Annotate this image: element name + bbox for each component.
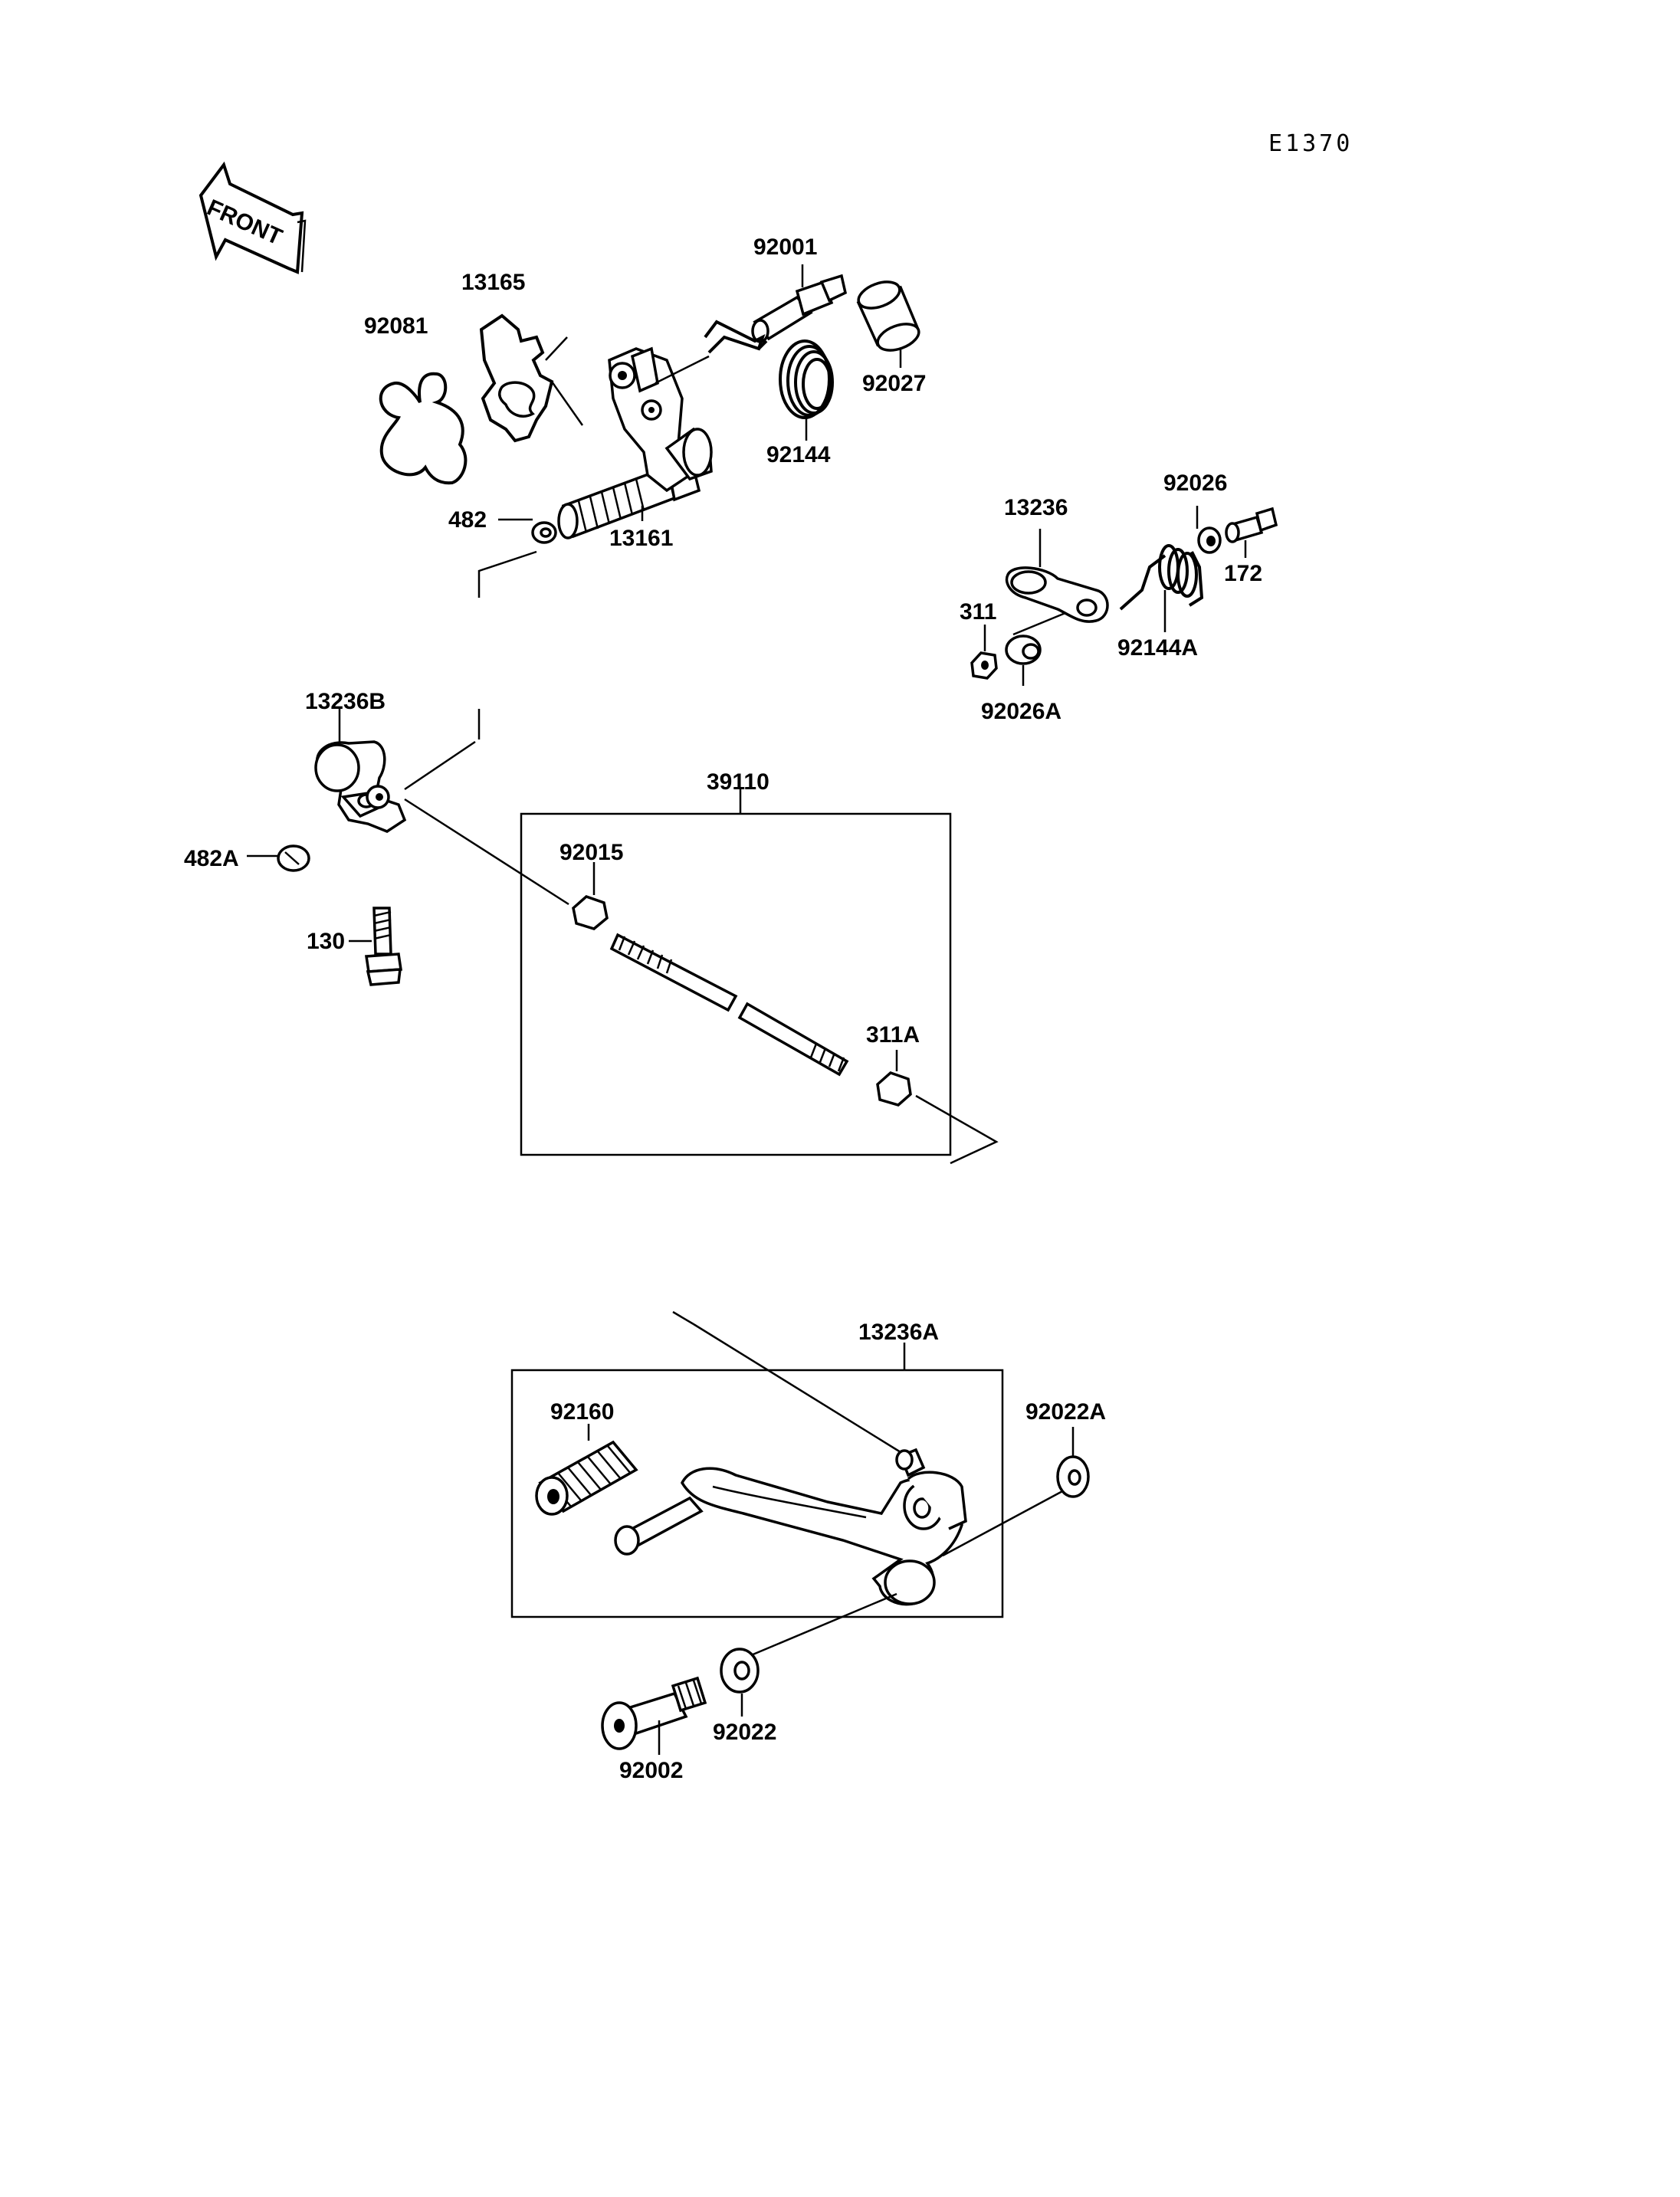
label-92026a: 92026A <box>981 699 1061 724</box>
rod-assembly-box-39110 <box>520 789 952 1156</box>
washer-92022 <box>720 1592 897 1717</box>
label-482a: 482A <box>184 846 239 871</box>
label-92002: 92002 <box>619 1758 683 1783</box>
label-172: 172 <box>1224 561 1262 586</box>
lever-clamp-13236b <box>314 707 481 833</box>
label-13236a: 13236A <box>858 1320 939 1345</box>
label-13236b: 13236B <box>305 689 386 714</box>
label-92144a: 92144A <box>1117 635 1198 661</box>
circlip-482a <box>247 844 310 872</box>
label-130: 130 <box>307 929 345 954</box>
label-92026: 92026 <box>1163 471 1227 496</box>
washer-482 <box>477 506 644 598</box>
spring-92144 <box>704 320 834 441</box>
circlip-92081 <box>379 372 468 485</box>
tie-rod <box>404 798 849 1077</box>
label-311: 311 <box>960 599 996 625</box>
spring-92144a <box>1119 544 1204 632</box>
label-92081: 92081 <box>364 313 428 339</box>
label-92022a: 92022A <box>1025 1399 1106 1425</box>
bolt-130 <box>349 907 403 986</box>
bolt-92001 <box>751 264 848 343</box>
label-92160: 92160 <box>550 1399 614 1425</box>
lever-arm-13236 <box>1005 529 1109 636</box>
washer-92022a <box>1056 1427 1090 1498</box>
nut-311 <box>970 625 998 680</box>
washer-92026a <box>1005 635 1042 686</box>
shift-shaft-13161 <box>557 346 713 539</box>
shift-pedal-13236a <box>614 1448 1065 1606</box>
bolt-172 <box>1225 507 1278 558</box>
label-482: 482 <box>448 507 487 533</box>
front-label: FRONT <box>203 195 286 250</box>
pedal-rubber-92160 <box>535 1424 638 1516</box>
label-92027: 92027 <box>862 371 926 396</box>
label-92022: 92022 <box>713 1720 776 1745</box>
label-92001: 92001 <box>753 234 817 260</box>
label-92015: 92015 <box>559 840 623 865</box>
plate-13165 <box>479 313 584 443</box>
pedal-assembly-box-13236a <box>510 1310 1004 1618</box>
label-13161: 13161 <box>609 526 673 551</box>
nut-311a <box>876 1050 999 1165</box>
nut-92015 <box>572 862 609 930</box>
label-311a: 311A <box>866 1022 920 1048</box>
label-13236: 13236 <box>1004 495 1068 520</box>
front-arrow-icon: FRONT <box>199 161 307 274</box>
label-39110: 39110 <box>707 769 769 795</box>
label-13165: 13165 <box>461 270 525 295</box>
diagram-code: E1370 <box>1268 130 1353 157</box>
washer-92026 <box>1196 506 1222 554</box>
collar-92027 <box>856 280 920 368</box>
label-92144: 92144 <box>766 442 831 467</box>
pivot-bolt-92002 <box>601 1676 707 1755</box>
